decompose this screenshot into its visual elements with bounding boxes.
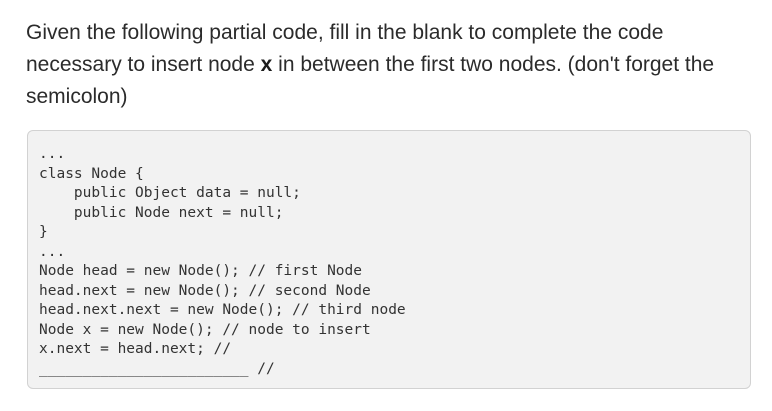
code-line-ellipsis-top: ...	[39, 146, 66, 162]
code-line-class-close: }	[39, 224, 48, 240]
code-snippet: ... class Node { public Object data = nul…	[39, 145, 406, 379]
code-line-third-node: head.next.next = new Node(); // third no…	[39, 302, 406, 318]
code-line-ellipsis-mid: ...	[39, 243, 66, 260]
code-line-head: Node head = new Node(); // first Node	[39, 263, 363, 279]
code-line-node-x: Node x = new Node(); // node to insert	[39, 321, 371, 338]
question-variable-x: x	[260, 53, 273, 76]
code-line-data-field: public Object data = null;	[39, 185, 301, 201]
question-text-start: Given the following partial code, fill i…	[26, 21, 664, 76]
code-line-blank-answer: ________________________ //	[39, 360, 275, 377]
code-line-x-next: x.next = head.next; //	[39, 341, 232, 357]
question-text: Given the following partial code, fill i…	[26, 17, 756, 113]
code-line-second-node: head.next = new Node(); // second Node	[39, 282, 371, 299]
code-line-class-decl: class Node {	[39, 165, 144, 182]
question-text-end: in between the first two nodes. (don't f…	[26, 53, 715, 108]
code-block	[27, 130, 751, 389]
code-line-next-field: public Node next = null;	[39, 204, 284, 221]
